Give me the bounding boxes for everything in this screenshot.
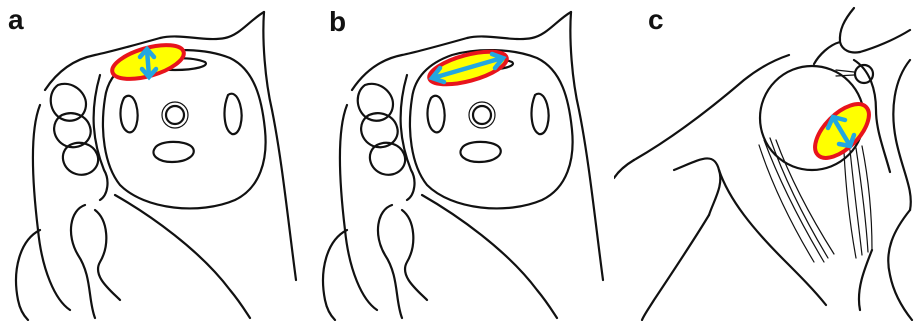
cross-section-drawing-a	[0, 0, 306, 321]
orbit-drawing-c	[614, 0, 920, 321]
panel-a: a	[0, 0, 306, 321]
panel-c: c	[614, 0, 920, 321]
cross-section-drawing-b	[307, 0, 613, 321]
panel-b: b	[307, 0, 613, 321]
